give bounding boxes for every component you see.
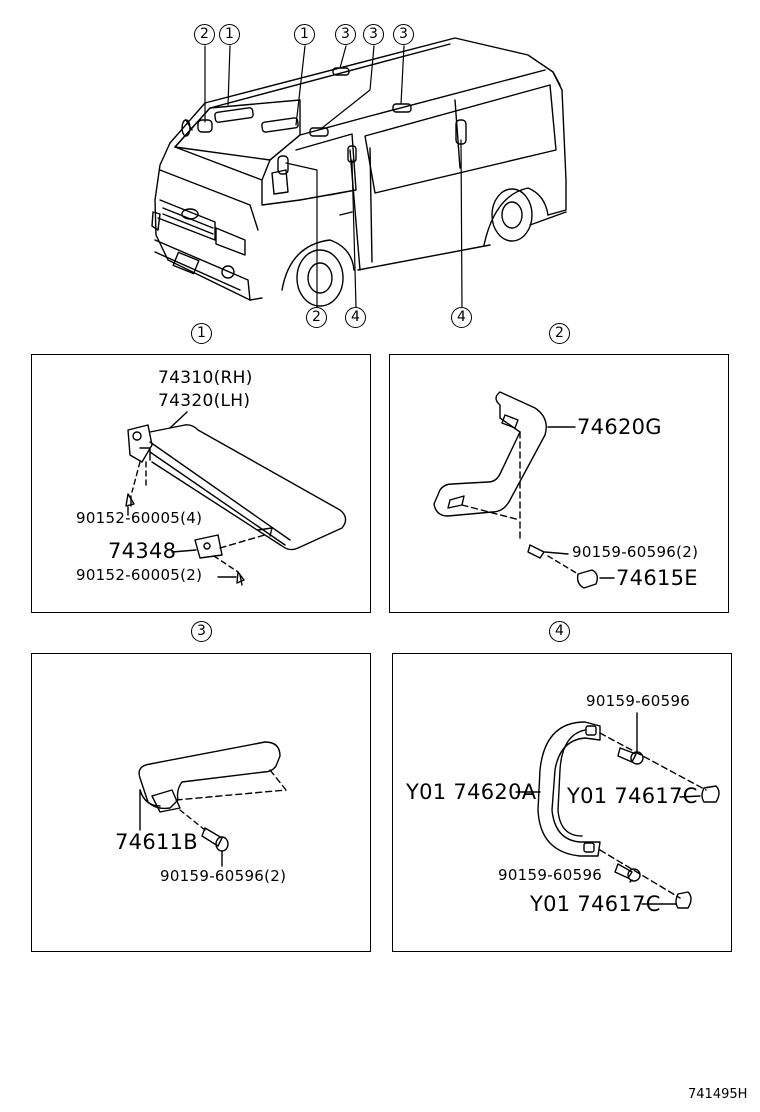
panel-4-frame <box>392 653 732 952</box>
van-illustration <box>151 37 567 307</box>
part-screw-2: 90159-60596(2) <box>572 543 699 561</box>
figure-number: 741495H <box>688 1087 748 1102</box>
part-screw-a: 90152-60005(4) <box>76 509 203 527</box>
panel-2-callout: 2 <box>549 323 570 344</box>
callout-top-5: 3 <box>363 24 384 45</box>
panel-3-callout: 3 <box>191 621 212 642</box>
callout-top-2: 1 <box>219 24 240 45</box>
sun-visor-drawing <box>125 411 347 586</box>
callout-leaders <box>204 45 463 308</box>
panel-4-callout: 4 <box>549 621 570 642</box>
part-holder: 74348 <box>108 539 177 563</box>
panel-2-frame <box>389 354 729 613</box>
part-grip-2: 74620G <box>577 415 662 439</box>
part-visor-rh: 74310(RH) <box>158 368 253 388</box>
part-screw-4-top: 90159-60596 <box>586 692 691 710</box>
part-screw-b: 90152-60005(2) <box>76 566 203 584</box>
callout-top-3: 1 <box>294 24 315 45</box>
callout-top-6: 3 <box>393 24 414 45</box>
panel-1-callout: 1 <box>191 323 212 344</box>
part-grip-4: Y01 74620A <box>406 780 537 804</box>
callout-top-1: 2 <box>194 24 215 45</box>
callout-bottom-3: 4 <box>451 307 472 328</box>
callout-bottom-1: 2 <box>306 307 327 328</box>
callout-bottom-2: 4 <box>345 307 366 328</box>
callout-top-4: 3 <box>335 24 356 45</box>
part-screw-4-bottom: 90159-60596 <box>498 866 603 884</box>
part-grip-3: 74611B <box>115 830 199 854</box>
grip-drawing-3 <box>138 741 287 867</box>
part-visor-lh: 74320(LH) <box>158 391 251 411</box>
part-cap-2: 74615E <box>616 566 698 590</box>
assist-grip-drawing <box>433 391 615 589</box>
panel-3-frame <box>31 653 371 952</box>
part-screw-3: 90159-60596(2) <box>160 867 287 885</box>
grip-drawing-4 <box>515 712 720 909</box>
panel-1-frame <box>31 354 371 613</box>
part-cap-4-top: Y01 74617C <box>567 784 698 808</box>
part-cap-4-bottom: Y01 74617C <box>530 892 661 916</box>
